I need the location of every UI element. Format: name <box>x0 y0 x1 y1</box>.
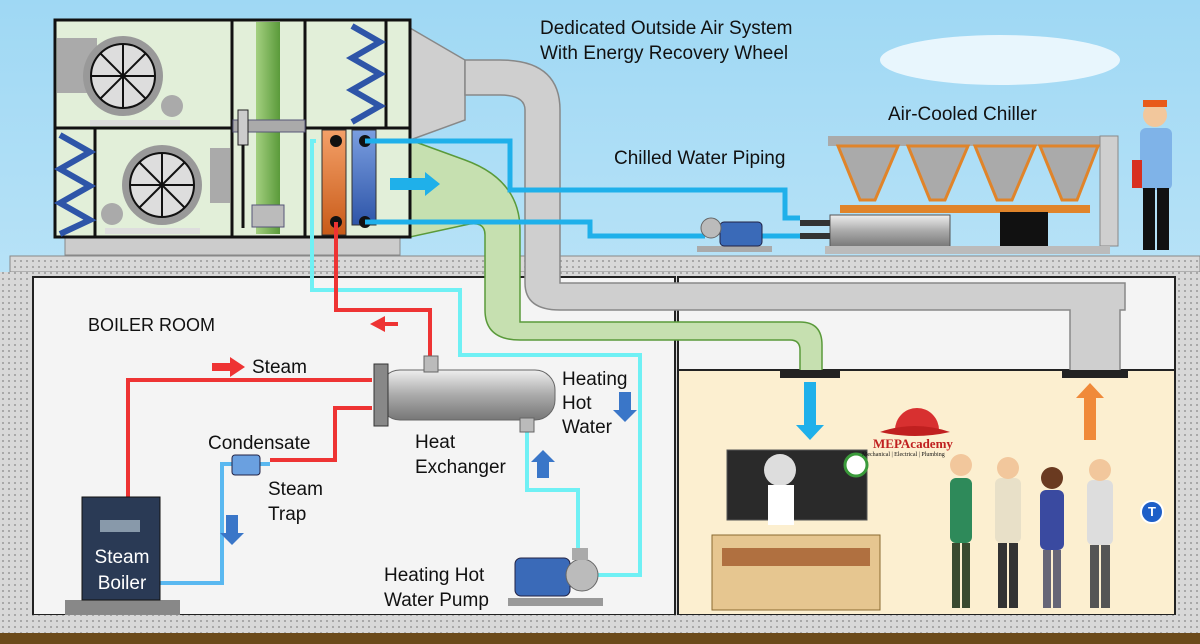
label-line: Water Pump <box>384 590 489 611</box>
heating-hot-water-label: Heating Hot Water <box>562 368 628 440</box>
steam-label: Steam <box>252 357 307 378</box>
doas-title-line2: With Energy Recovery Wheel <box>540 43 789 64</box>
airflow-arrow-icon <box>390 172 440 196</box>
steam-boiler-icon <box>65 496 180 615</box>
chilled-water-label: Chilled Water Piping <box>614 148 786 169</box>
steam-supply <box>126 378 372 498</box>
classroom-scene <box>711 449 1113 611</box>
filter-icon <box>345 23 387 125</box>
boiler-room-label: BOILER ROOM <box>88 315 216 335</box>
technician-figure <box>1132 100 1172 250</box>
label-line: Heating <box>562 369 628 390</box>
exhaust-duct <box>409 26 1126 373</box>
hw-pump-label: Heating Hot Water Pump <box>384 563 489 613</box>
flow-arrow-right-icon <box>212 357 245 377</box>
logo-name: MEPAcademy <box>873 436 953 451</box>
flow-arrow-down-icon <box>613 392 637 422</box>
label-line: Water <box>562 417 612 438</box>
label-line: Hot <box>562 393 592 414</box>
label-line: Heating Hot <box>384 565 485 586</box>
chiller-label: Air-Cooled Chiller <box>888 104 1037 125</box>
heat-exchanger-icon <box>373 355 556 433</box>
steam-boiler-label: Steam Boiler <box>82 545 162 597</box>
label-line: Trap <box>268 504 307 525</box>
return-grille <box>1062 370 1128 378</box>
floor-slab <box>0 615 1200 633</box>
lab-desk <box>711 534 881 611</box>
badge-icon <box>1140 500 1164 524</box>
fan-icon <box>101 145 230 234</box>
roof-slab <box>9 255 1200 273</box>
condensate-hot <box>270 406 372 462</box>
steam-trap-icon <box>231 454 261 476</box>
doas-unit <box>53 18 440 256</box>
mepacademy-logo <box>880 408 950 436</box>
chalkboard <box>726 449 868 521</box>
fan-icon <box>57 36 183 126</box>
hw-pump-icon <box>508 548 603 606</box>
doas-title-line1: Dedicated Outside Air System <box>540 18 793 39</box>
supply-duct <box>409 138 823 373</box>
logo-tagline: Mechanical | Electrical | Plumbing <box>862 452 945 458</box>
steam-to-coil <box>334 222 432 358</box>
label-line: Steam <box>268 479 323 500</box>
chilled-water-piping <box>365 138 800 239</box>
air-cooled-chiller <box>800 135 1119 254</box>
flow-arrow-down-icon <box>220 515 244 545</box>
flow-arrow-left-icon <box>370 316 398 332</box>
label-line: Boiler <box>97 573 147 594</box>
label-line: Exchanger <box>415 457 506 478</box>
supply-diffuser <box>780 370 840 378</box>
return-air-arrow-icon <box>1076 383 1104 440</box>
label-line: Heat <box>415 432 456 453</box>
chw-pump-icon <box>697 217 772 252</box>
ground <box>0 633 1200 644</box>
supply-air-arrow-icon <box>796 382 824 440</box>
heat-exchanger-label: Heat Exchanger <box>415 430 506 480</box>
flow-arrow-up-icon <box>531 450 555 478</box>
heating-hot-water-return <box>525 420 580 550</box>
filter-icon <box>53 132 97 237</box>
condensate-label: Condensate <box>208 433 311 454</box>
steam-trap-label: Steam Trap <box>268 477 323 527</box>
clock-icon <box>843 452 869 478</box>
cloud <box>880 35 1120 85</box>
badge-letter: T <box>1148 504 1156 519</box>
label-line: Steam <box>94 547 150 568</box>
cooling-coil <box>351 129 377 226</box>
heating-hot-water-supply <box>310 139 642 577</box>
